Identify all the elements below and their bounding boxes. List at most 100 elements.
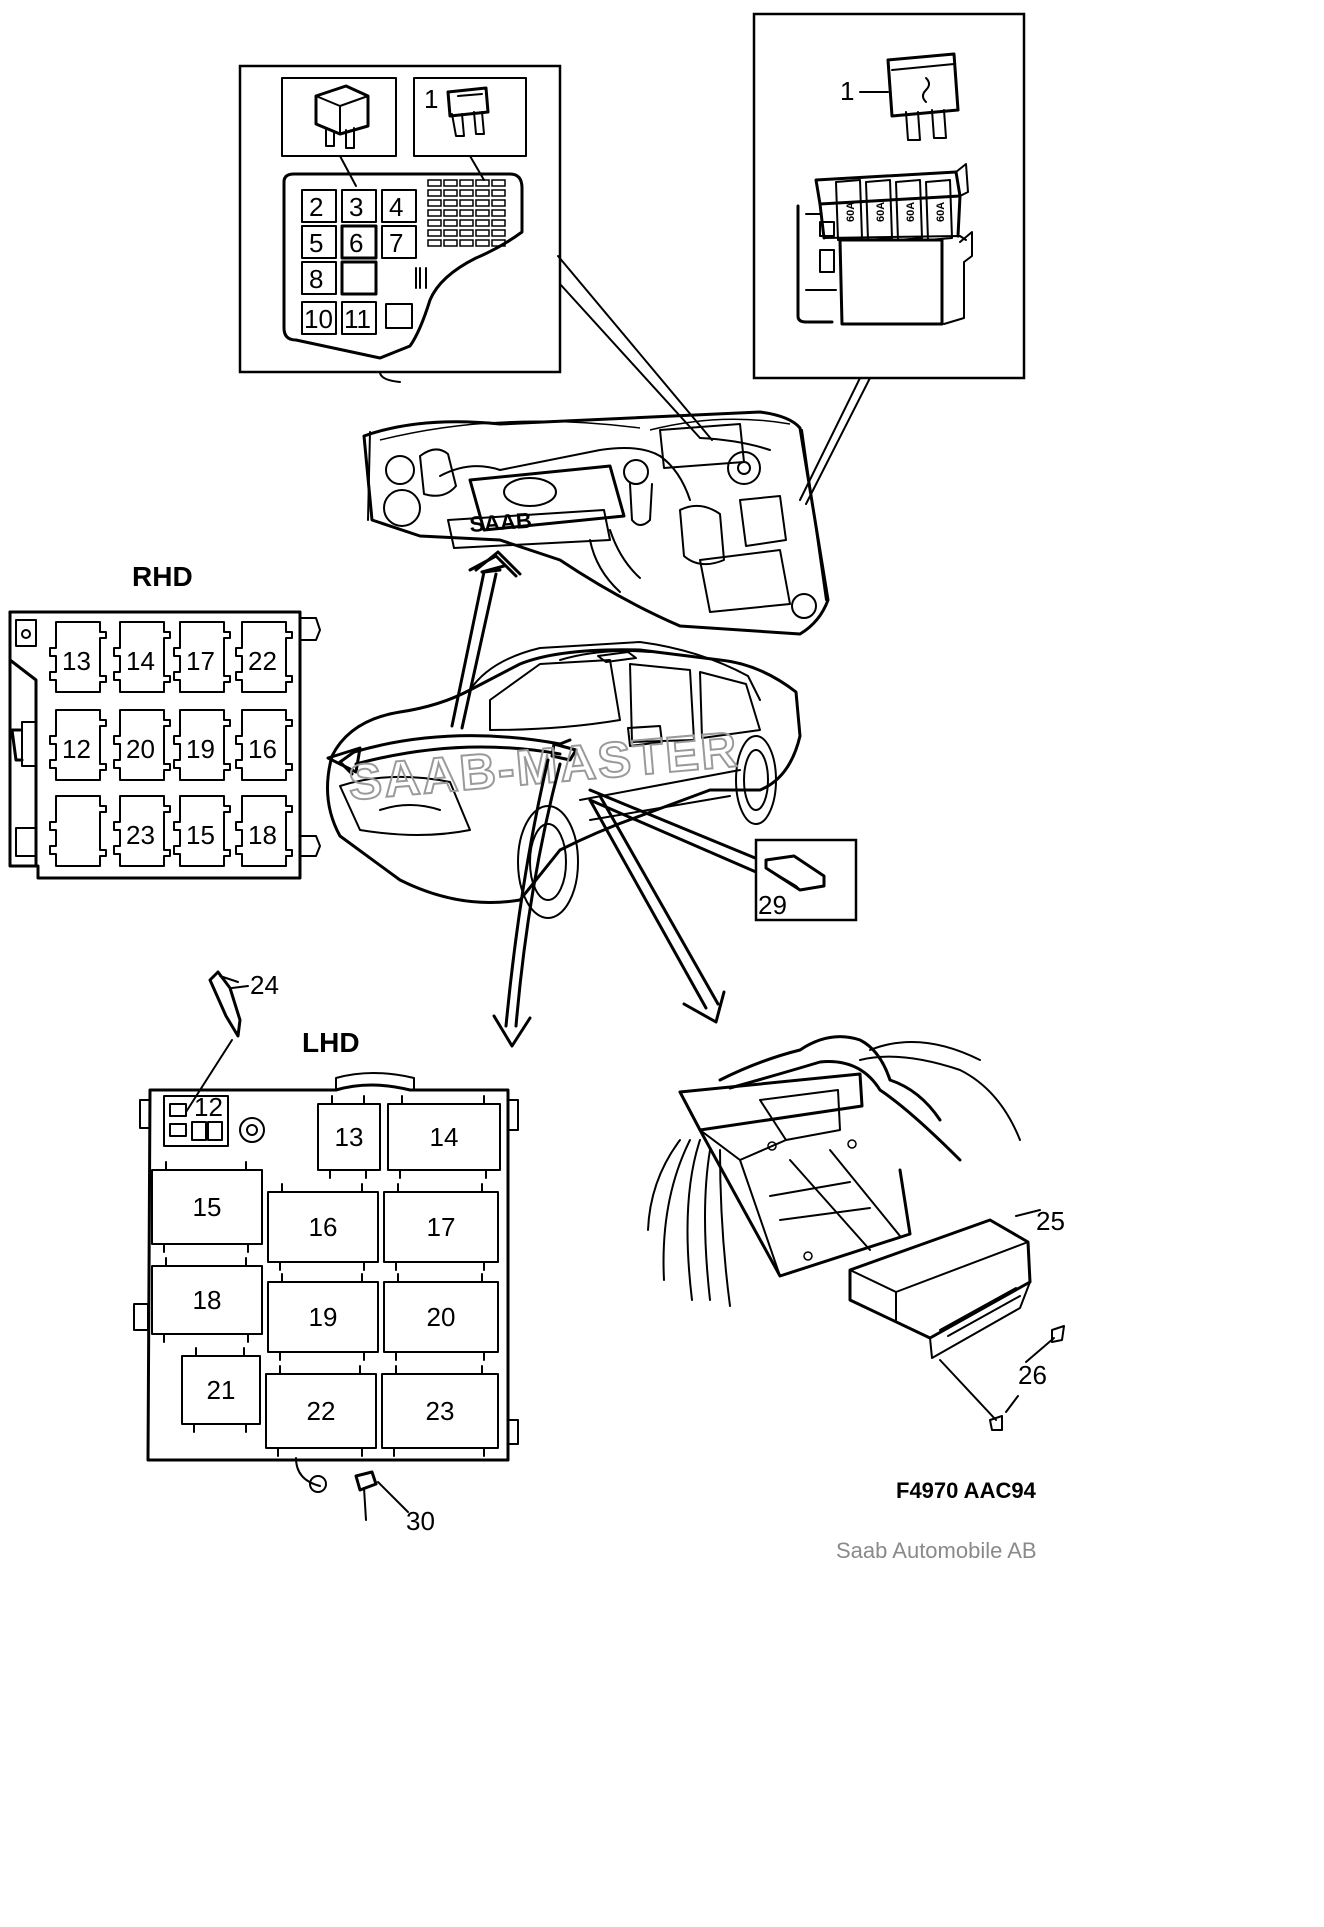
mini-fuse [443, 239, 458, 247]
rhd-relay-slot [49, 709, 107, 781]
mini-fuse [475, 189, 490, 197]
callout-fuse-right: 1 [840, 76, 854, 106]
empty-slot [340, 260, 378, 296]
engine-slot-label: 2 [309, 192, 323, 222]
copyright: Saab Automobile AB [836, 1538, 1037, 1563]
lhd-relay-slot [387, 1103, 501, 1171]
maxi-fuse [925, 179, 953, 241]
lhd-slot-label: 13 [335, 1122, 364, 1152]
mini-fuse [443, 219, 458, 227]
rhd-slot-label: 22 [248, 646, 277, 676]
screw-30: 30 [354, 1470, 435, 1536]
watermark: SAAB-MASTER [346, 721, 741, 811]
maxi-fuse-rating: 60A [875, 202, 887, 222]
mini-fuse [427, 219, 442, 227]
lhd-slot-label: 21 [207, 1375, 236, 1405]
engine-slot-label: 10 [304, 304, 333, 334]
mini-fuse [459, 199, 474, 207]
rhd-relay-slot [113, 621, 171, 693]
lhd-slot-label: 17 [427, 1212, 456, 1242]
engine-slot-label: 8 [309, 264, 323, 294]
engine-slot [341, 301, 377, 335]
mini-fuse [475, 219, 490, 227]
empty-slot [385, 303, 413, 329]
engine-slot [301, 261, 337, 295]
engine-slot-label: 3 [349, 192, 363, 222]
lhd-relay-slot [151, 1169, 263, 1245]
lhd-heading: LHD [302, 1027, 360, 1058]
mini-fuse [459, 239, 474, 247]
maxi-fuse [895, 179, 923, 241]
mini-fuse [459, 209, 474, 217]
lhd-relay-slot [381, 1373, 499, 1449]
mini-fuse [443, 189, 458, 197]
lhd-relay-slot [265, 1373, 377, 1449]
rhd-relay-slot [235, 621, 293, 693]
maxi-fuse [835, 179, 863, 241]
fuse-grid [427, 179, 506, 247]
mini-fuse [427, 229, 442, 237]
mini-fuse [475, 179, 490, 187]
lhd-slot-label: 20 [427, 1302, 456, 1332]
pointer-line [559, 283, 701, 439]
engine-bay-illustration: SAAB [362, 410, 830, 636]
engine-slot [301, 189, 337, 223]
lhd-slot-label: 16 [309, 1212, 338, 1242]
maxi-fuse-rating: 60A [845, 202, 857, 222]
lhd-slot-label: 15 [193, 1192, 222, 1222]
mini-fuse [459, 189, 474, 197]
lhd-relay-slot [317, 1103, 381, 1171]
mini-fuse [475, 239, 490, 247]
mini-fuse [491, 179, 506, 187]
rhd-relay-slot [113, 795, 171, 867]
control-unit [848, 1218, 1032, 1340]
clip-24: 24 [185, 970, 279, 1113]
rhd-slot-label: 17 [186, 646, 215, 676]
maxi-fuse-rating: 60A [935, 202, 947, 222]
engine-slot-label: 11 [344, 304, 371, 334]
lhd-relay-slot [267, 1281, 379, 1353]
rhd-relay-slot [173, 621, 231, 693]
engine-slot-label: 7 [389, 228, 403, 258]
mini-fuse [459, 229, 474, 237]
lhd-slot-label: 12 [194, 1092, 223, 1122]
rhd-relay-slot [173, 709, 231, 781]
engine-slot [340, 224, 378, 260]
callout-screw-box: 30 [406, 1506, 435, 1536]
lhd-slot-label: 19 [309, 1302, 338, 1332]
mini-fuse [459, 179, 474, 187]
rhd-slot-label: 16 [248, 734, 277, 764]
mini-fuse [475, 199, 490, 207]
mini-fuse [491, 239, 506, 247]
switch-inset: 29 [754, 838, 858, 922]
engine-slot [301, 225, 337, 259]
callout-switch: 29 [758, 890, 787, 920]
figure-code: F4970 AAC94 [896, 1478, 1037, 1503]
engine-slot [381, 225, 417, 259]
mini-fuse [427, 209, 442, 217]
mini-fuse [427, 179, 442, 187]
lhd-relay-slot [267, 1191, 379, 1263]
side-mirror [627, 725, 663, 747]
engine-slot [341, 189, 377, 223]
engine-logo: SAAB [469, 508, 533, 537]
engine-slot-label: 6 [349, 228, 363, 258]
arrow-control-unit [588, 798, 708, 1010]
lhd-relay-slot [151, 1265, 263, 1335]
rhd-slot-label: 12 [62, 734, 91, 764]
rhd-relay-slot [235, 709, 293, 781]
relay-icon [314, 84, 370, 149]
lhd-slot-label: 22 [307, 1396, 336, 1426]
mini-fuse [491, 219, 506, 227]
callout-clip: 24 [250, 970, 279, 1000]
lhd-relay-slot [383, 1281, 499, 1353]
mini-fuse [443, 179, 458, 187]
lhd-slot-label: 23 [426, 1396, 455, 1426]
engine-slot-label: 5 [309, 228, 323, 258]
rhd-relay-slot [49, 621, 107, 693]
